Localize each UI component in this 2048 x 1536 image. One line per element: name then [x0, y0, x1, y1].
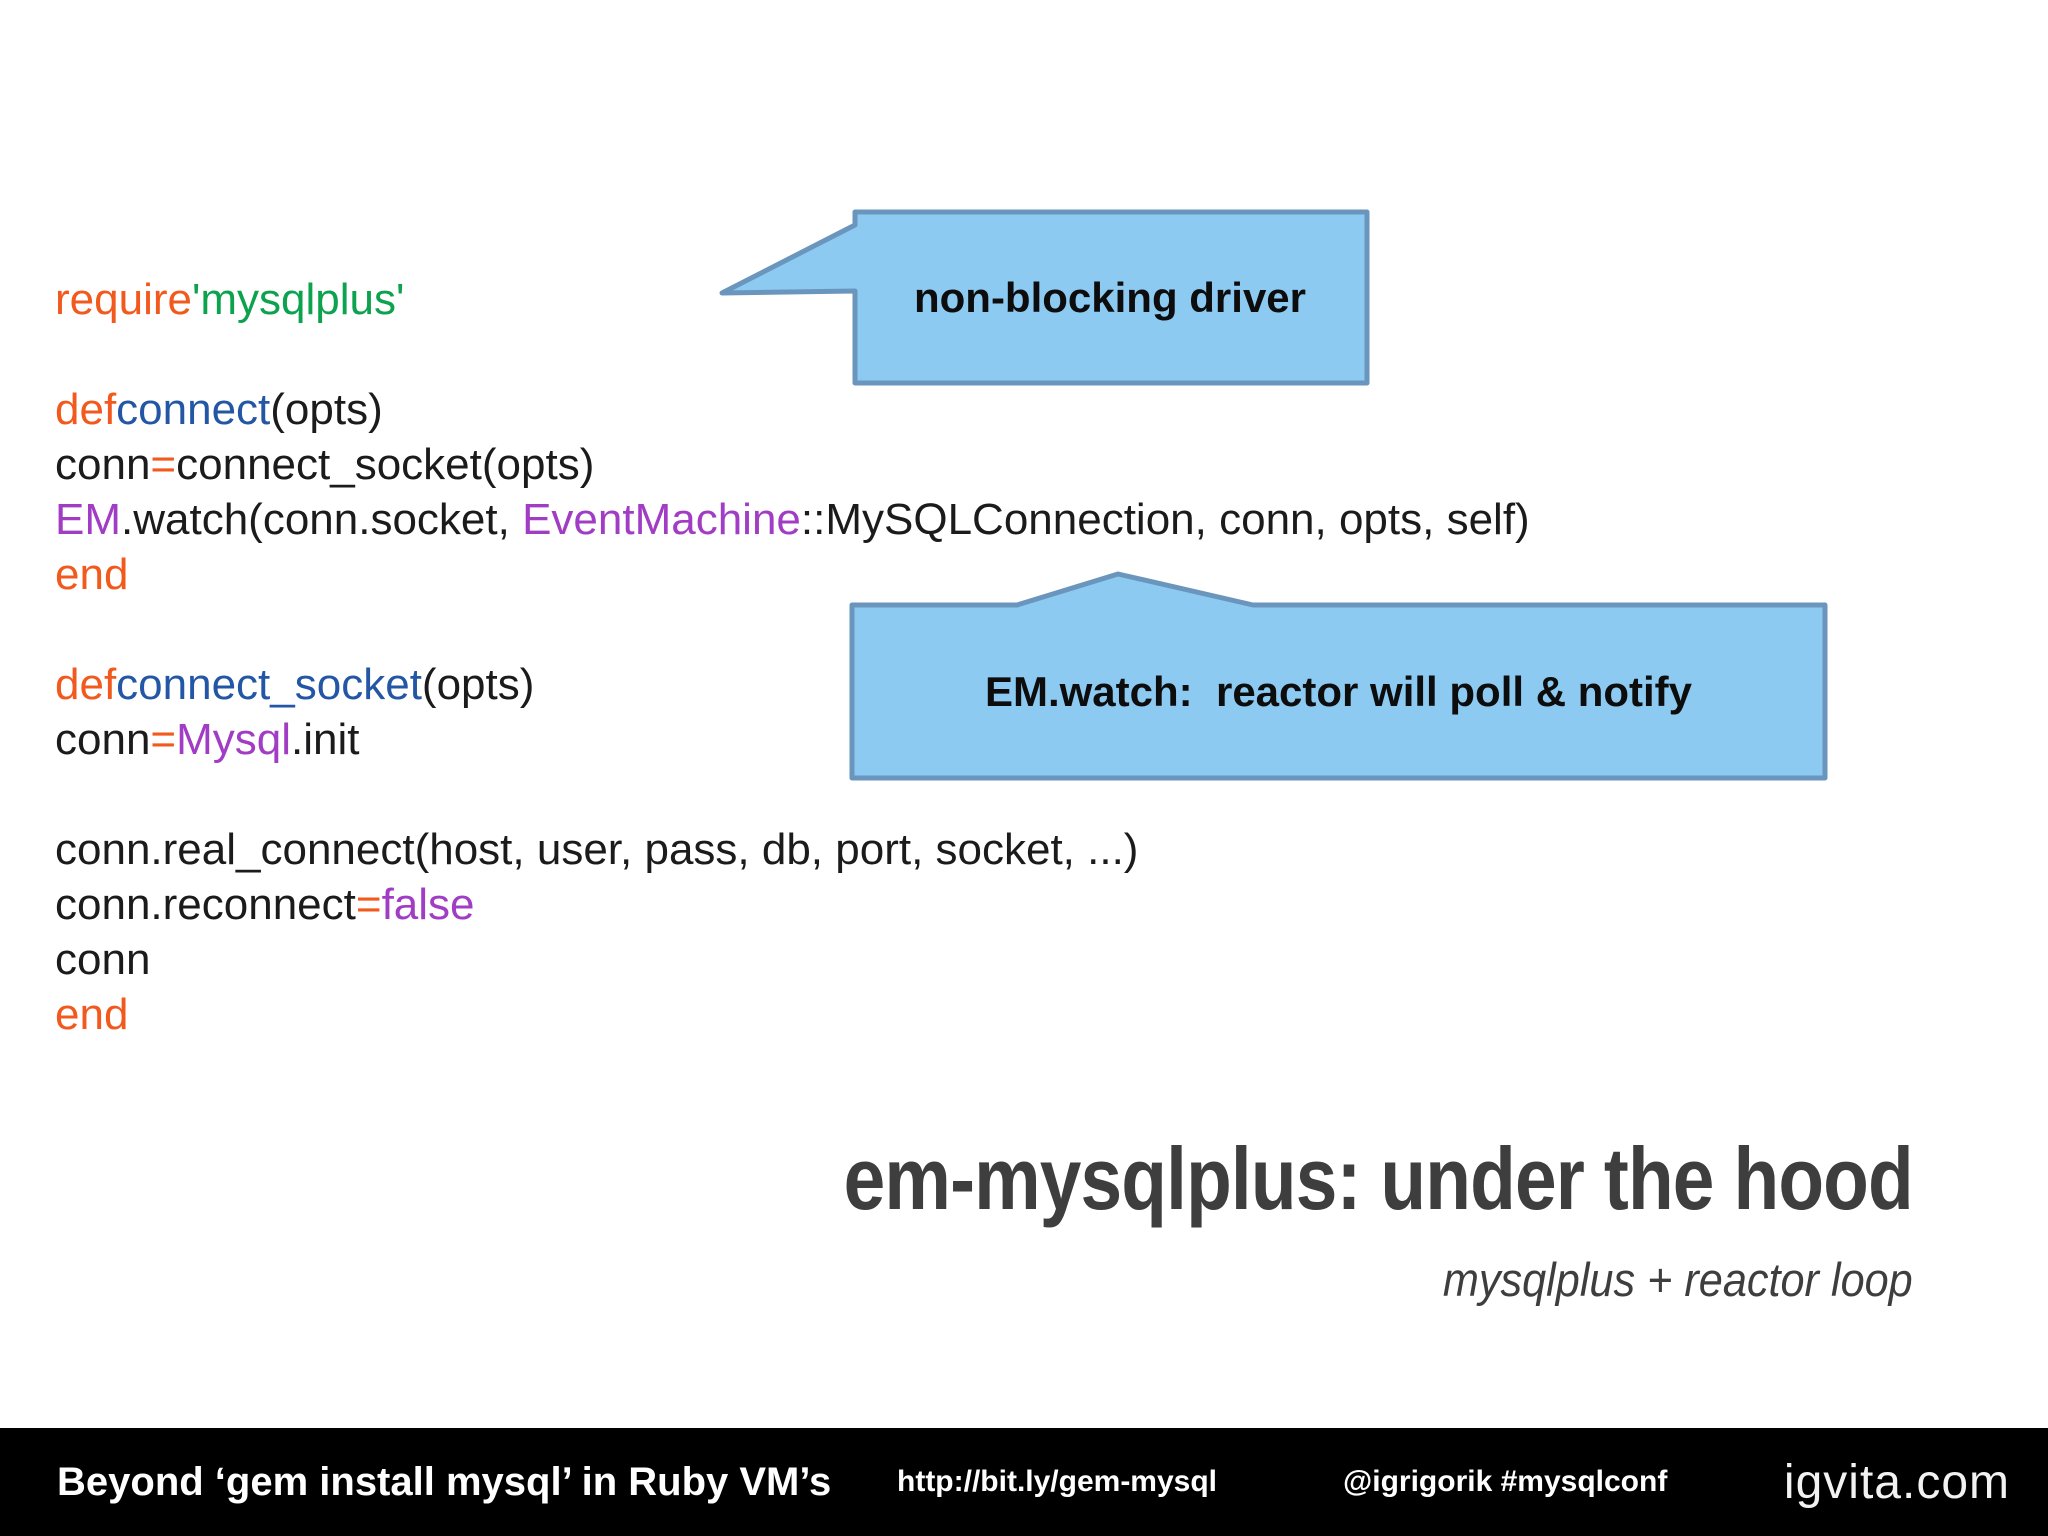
- code-token: =: [150, 440, 177, 489]
- code-line: conn: [55, 932, 1530, 987]
- footer-bar: Beyond ‘gem install mysql’ in Ruby VM’s …: [0, 1428, 2048, 1536]
- callout-text-em-watch: EM.watch: reactor will poll & notify: [984, 667, 1693, 715]
- code-token: EM: [55, 495, 121, 544]
- code-line: conn=Mysql.init: [55, 712, 1530, 767]
- code-token: conn.real_connect(host, user, pass, db, …: [55, 825, 1139, 874]
- code-token: Mysql: [176, 715, 292, 764]
- code-token: (opts): [421, 660, 535, 709]
- code-token: conn.reconnect: [55, 880, 356, 929]
- code-token: 'mysqlplus': [191, 275, 405, 324]
- code-token: =: [355, 880, 382, 929]
- code-line: require'mysqlplus': [55, 272, 1530, 327]
- footer-presentation-title: Beyond ‘gem install mysql’ in Ruby VM’s: [57, 1459, 832, 1504]
- code-line: defconnect_socket(opts): [55, 657, 1530, 712]
- code-token: def: [55, 385, 117, 434]
- slide-subtitle: mysqlplus + reactor loop: [1443, 1253, 1913, 1306]
- code-line: defconnect(opts): [55, 382, 1530, 437]
- footer-brand-logo: igvita.com: [1783, 1455, 2010, 1509]
- code-token: connect_socket(opts): [176, 440, 595, 489]
- code-token: .watch(conn.socket,: [121, 495, 523, 544]
- code-token: end: [55, 550, 129, 599]
- code-token: require: [55, 275, 192, 324]
- slide-title: em-mysqlplus: under the hood: [843, 1129, 1914, 1228]
- code-token: conn: [55, 440, 151, 489]
- code-token: conn: [55, 935, 151, 984]
- code-token: false: [381, 880, 475, 929]
- code-token: conn: [55, 715, 151, 764]
- code-block: require'mysqlplus' defconnect(opts)conn=…: [55, 272, 1530, 1042]
- code-token: .init: [291, 715, 360, 764]
- code-line: conn=connect_socket(opts): [55, 437, 1530, 492]
- code-token: def: [55, 660, 117, 709]
- code-token: connect: [116, 385, 271, 434]
- code-line: end: [55, 547, 1530, 602]
- callout-text-non-blocking: non-blocking driver: [913, 273, 1307, 321]
- code-token: connect_socket: [116, 660, 422, 709]
- code-line: conn.reconnect=false: [55, 877, 1530, 932]
- code-token: end: [55, 990, 129, 1039]
- code-token: =: [150, 715, 177, 764]
- code-token: (opts): [270, 385, 383, 434]
- footer-social-handle: @igrigorik #mysqlconf: [1343, 1465, 1668, 1498]
- code-token: EventMachine: [522, 495, 801, 544]
- code-token: ::MySQLConnection, conn, opts, self): [800, 495, 1530, 544]
- code-line: EM.watch(conn.socket, EventMachine::MySQ…: [55, 492, 1530, 547]
- code-line: conn.real_connect(host, user, pass, db, …: [55, 822, 1530, 877]
- footer-url: http://bit.ly/gem-mysql: [897, 1465, 1218, 1498]
- code-line: end: [55, 987, 1530, 1042]
